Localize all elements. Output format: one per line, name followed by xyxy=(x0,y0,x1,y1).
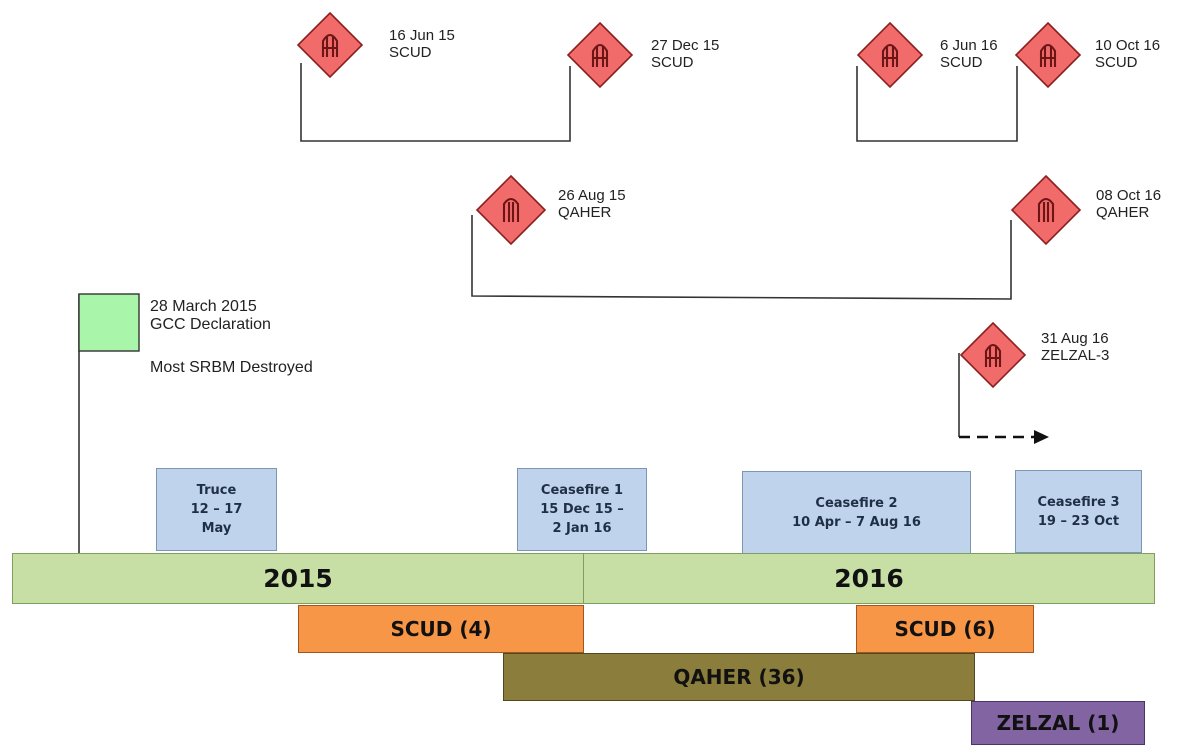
zelzal-bar: ZELZAL (1) xyxy=(971,701,1145,745)
missile-marker-icon xyxy=(1014,21,1082,89)
launch-label: 16 Jun 15 SCUD xyxy=(389,27,455,61)
flag-note: Most SRBM Destroyed xyxy=(150,359,313,376)
launch-type: SCUD xyxy=(940,54,983,71)
launch-date: 27 Dec 15 xyxy=(651,37,720,54)
gcc-declaration-label: 28 March 2015 GCC Declaration xyxy=(150,298,271,334)
arch-marker-icon xyxy=(1010,174,1082,246)
launch-date: 10 Oct 16 xyxy=(1095,37,1161,54)
scud-2015-bar: SCUD (4) xyxy=(298,605,584,653)
ceasefire-2-box: Ceasefire 2 10 Apr – 7 Aug 16 xyxy=(742,471,971,554)
missile-marker-icon xyxy=(296,11,364,79)
launch-date: 6 Jun 16 xyxy=(940,37,998,54)
missile-marker-icon xyxy=(566,21,634,89)
arch-marker-icon xyxy=(475,174,547,246)
launch-label: 26 Aug 15 QAHER xyxy=(558,187,626,221)
ceasefire-3-box: Ceasefire 3 19 – 23 Oct xyxy=(1015,470,1142,553)
launch-date: 16 Jun 15 xyxy=(389,27,455,44)
truce-box: Truce 12 – 17 May xyxy=(156,468,277,551)
launch-type: SCUD xyxy=(389,44,432,61)
arrow-head-icon xyxy=(1034,430,1049,444)
year-bar-2015: 2015 xyxy=(12,553,584,604)
flag-date: 28 March 2015 xyxy=(150,298,257,315)
launch-date: 08 Oct 16 xyxy=(1096,187,1162,204)
scud-2016-bracket xyxy=(856,66,1018,142)
scud-2015-bracket xyxy=(300,63,571,142)
launch-type: SCUD xyxy=(1095,54,1138,71)
qaher-bracket xyxy=(471,215,1012,300)
launch-label: 31 Aug 16 ZELZAL-3 xyxy=(1041,330,1109,364)
launch-label: 6 Jun 16 SCUD xyxy=(940,37,998,71)
launch-date: 31 Aug 16 xyxy=(1041,330,1109,347)
launch-date: 26 Aug 15 xyxy=(558,187,626,204)
launch-label: 08 Oct 16 QAHER xyxy=(1096,187,1161,221)
ceasefire-1-box: Ceasefire 1 15 Dec 15 – 2 Jan 16 xyxy=(517,468,647,551)
scud-2016-bar: SCUD (6) xyxy=(856,605,1034,653)
missile-marker-icon xyxy=(959,321,1027,389)
year-bar-2016: 2016 xyxy=(583,553,1155,604)
flag-icon xyxy=(78,293,140,352)
flag-title: GCC Declaration xyxy=(150,316,271,333)
launch-label: 27 Dec 15 SCUD xyxy=(651,37,719,71)
launch-type: QAHER xyxy=(558,204,612,221)
launch-type: SCUD xyxy=(651,54,694,71)
qaher-bar: QAHER (36) xyxy=(503,653,975,701)
missile-marker-icon xyxy=(856,21,924,89)
launch-type: QAHER xyxy=(1096,204,1150,221)
launch-type: ZELZAL-3 xyxy=(1041,347,1110,364)
launch-label: 10 Oct 16 SCUD xyxy=(1095,37,1160,71)
